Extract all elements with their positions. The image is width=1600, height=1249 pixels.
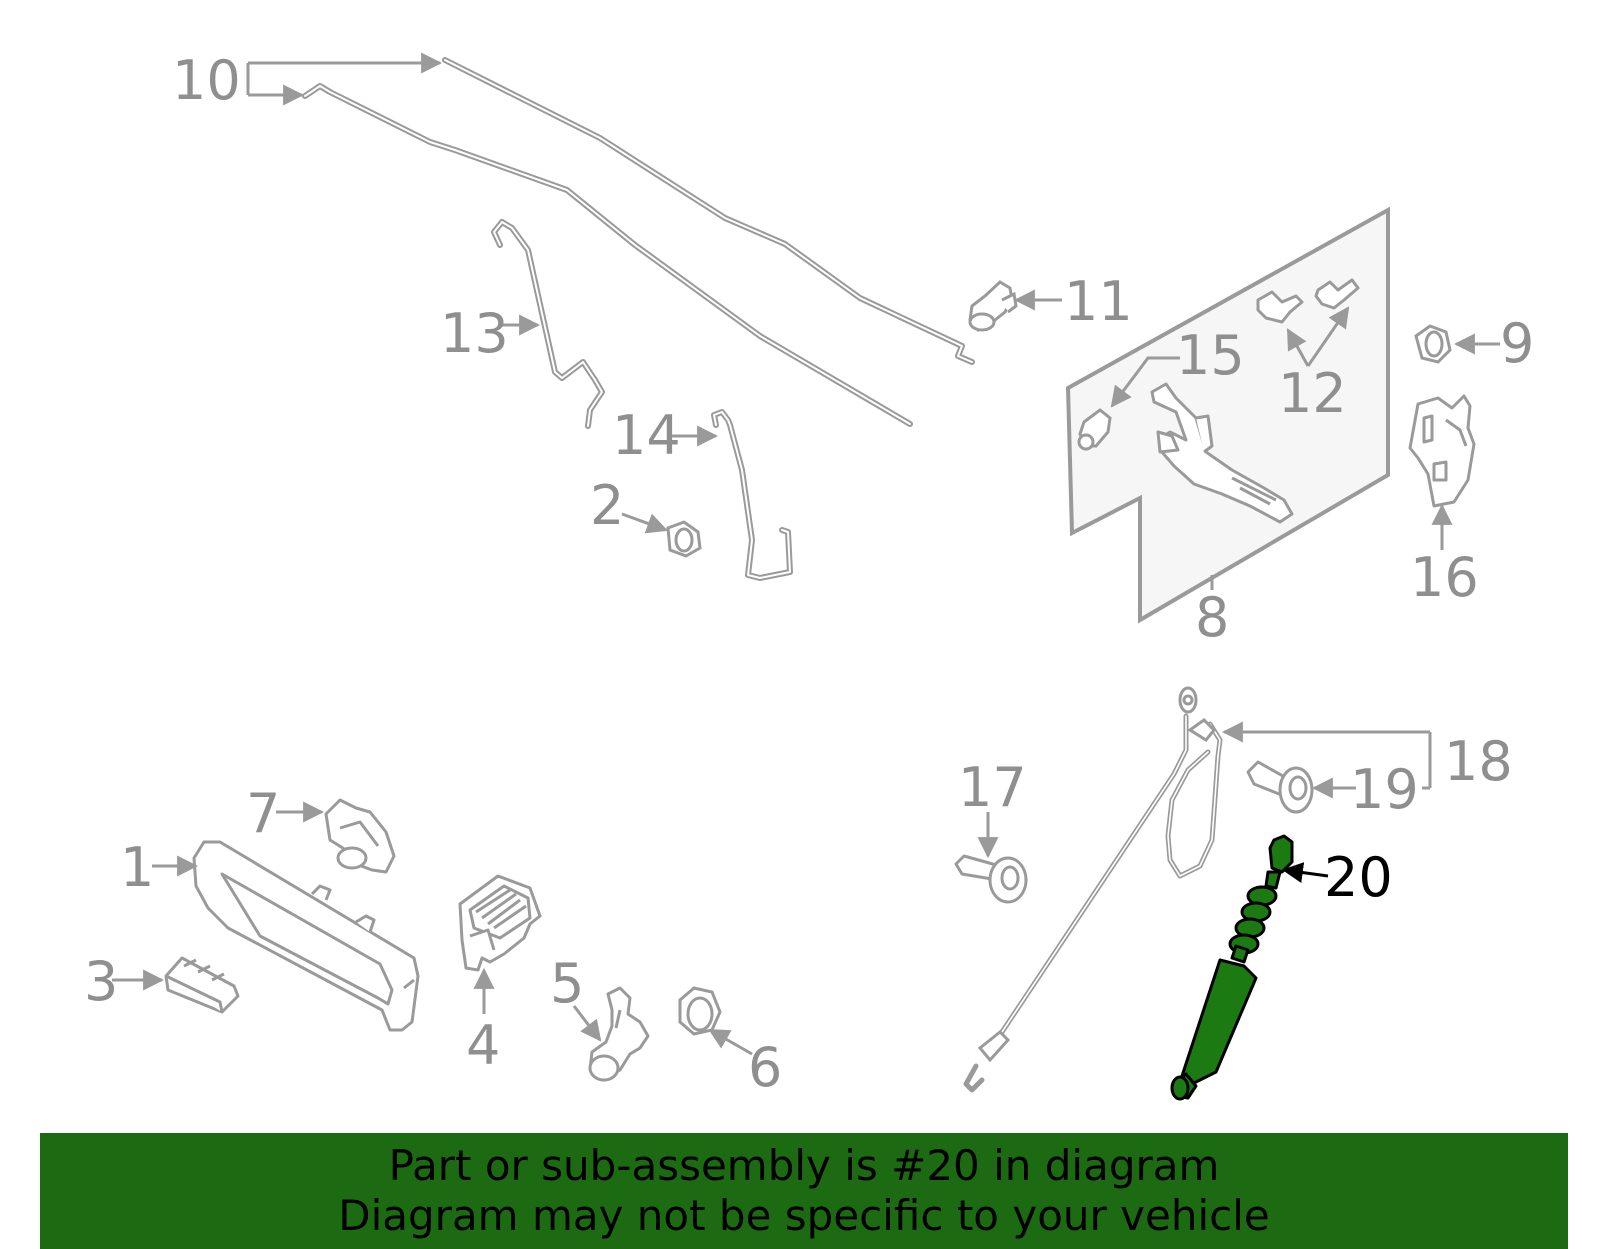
callout-18-leader: [1224, 732, 1432, 788]
part-11-clip: [968, 280, 1018, 332]
banner-line-part-number: Part or sub-assembly is #20 in diagram: [388, 1141, 1220, 1190]
callout-5: 5: [550, 952, 584, 1015]
callout-15: 15: [1176, 324, 1245, 387]
callout-15-leader: [1110, 356, 1180, 408]
callout-1: 1: [120, 836, 154, 899]
callout-17: 17: [958, 756, 1027, 819]
callout-11: 11: [1064, 270, 1133, 333]
part-14-rod: [711, 409, 793, 581]
part-3-pad: [164, 956, 240, 1014]
callout-5-leader: [572, 1005, 602, 1042]
callout-20-leader: [1281, 862, 1329, 883]
callout-12: 12: [1278, 362, 1347, 425]
callout-12-leader-a: [1286, 328, 1310, 367]
part-7-switch: [324, 798, 396, 874]
callout-6-leader: [708, 1028, 753, 1056]
callout-13: 13: [440, 302, 509, 365]
callout-16: 16: [1410, 546, 1479, 609]
callout-12-leader-b: [1306, 306, 1350, 367]
part-17-bolt: [954, 854, 1028, 904]
callout-3: 3: [84, 950, 118, 1013]
callout-9: 9: [1500, 312, 1534, 375]
callout-2-leader: [621, 512, 668, 534]
callout-6: 6: [748, 1036, 782, 1099]
part-19-bolt: [1246, 760, 1314, 814]
info-banner: Part or sub-assembly is #20 in diagram D…: [40, 1133, 1568, 1249]
callout-2: 2: [590, 474, 624, 537]
banner-line-disclaimer: Diagram may not be specific to your vehi…: [338, 1191, 1270, 1240]
part-16-bracket: [1408, 394, 1476, 508]
part-15-clip: [1077, 408, 1112, 451]
part-2-nut: [666, 520, 702, 558]
part-9-nut: [1414, 324, 1452, 364]
callout-7: 7: [246, 782, 280, 845]
part-5-lock-cylinder: [588, 986, 650, 1082]
callout-10: 10: [172, 49, 241, 112]
part-20-gas-strut: [1170, 834, 1294, 1101]
part-8-latch-panel: [1065, 206, 1390, 624]
callout-14: 14: [612, 404, 681, 467]
callout-18: 18: [1444, 730, 1513, 793]
part-4-actuator: [458, 874, 542, 972]
callout-20: 20: [1324, 846, 1393, 909]
callout-19: 19: [1350, 758, 1419, 821]
callout-8: 8: [1195, 586, 1229, 649]
part-10-cables: [302, 57, 975, 427]
callout-4: 4: [466, 1014, 500, 1077]
callout-10-leaders: [246, 52, 443, 106]
part-6-grommet: [678, 986, 722, 1036]
part-10-cables-inner: [304, 59, 973, 425]
part-1-handle: [192, 840, 420, 1032]
part-12-clips: [1256, 278, 1360, 324]
